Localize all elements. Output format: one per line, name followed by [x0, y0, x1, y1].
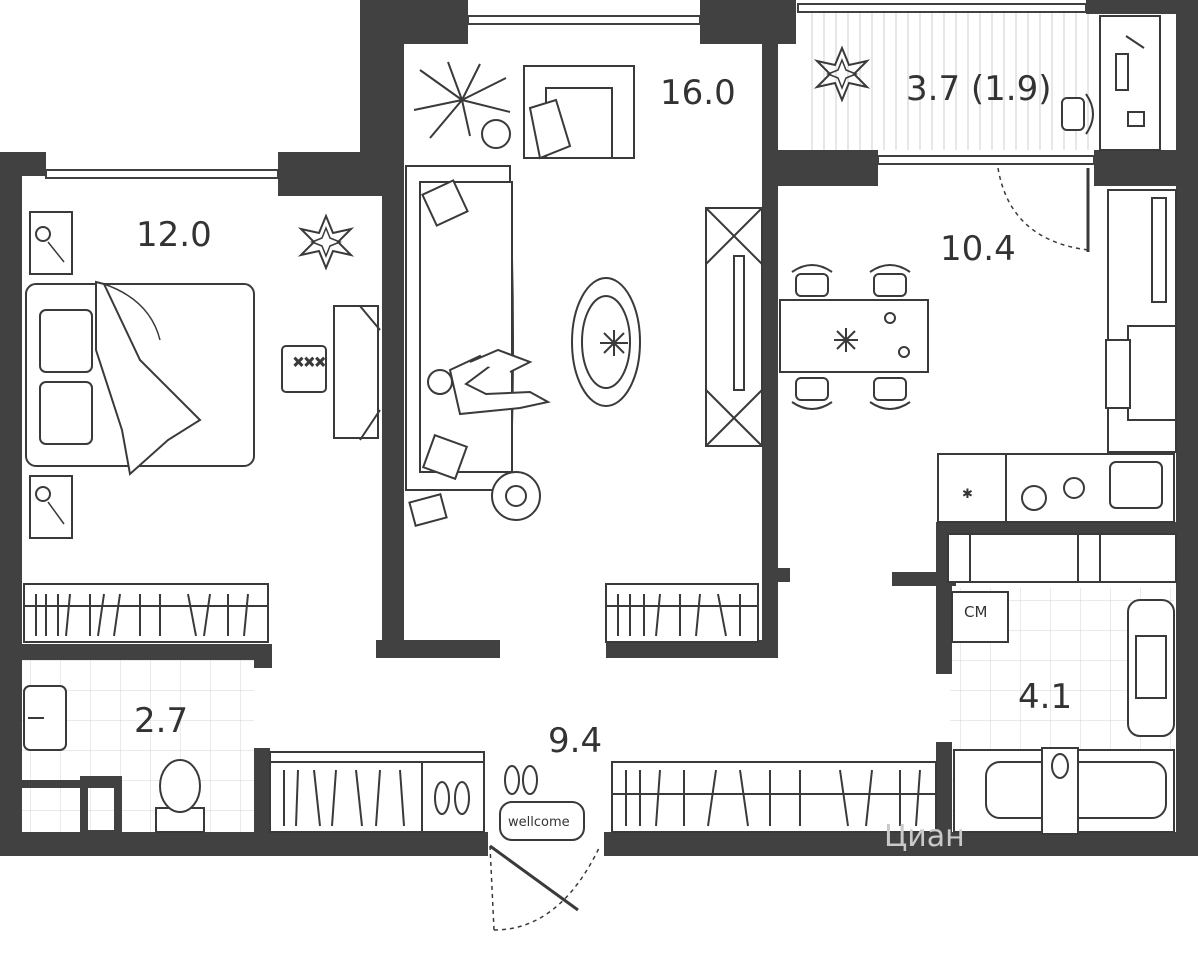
- hall-wardrobe-lines: [283, 769, 921, 827]
- nightstand-mark: ×××: [293, 355, 326, 370]
- balcony-area-label: 3.7 (1.9): [906, 69, 1051, 109]
- watermark: Циан: [884, 819, 965, 854]
- living-furniture: [405, 65, 763, 643]
- table-flower-icon: [834, 328, 858, 352]
- person-icon: [427, 348, 551, 416]
- windows: [45, 3, 1095, 179]
- bathroom-fixtures: [951, 591, 1175, 835]
- hall-area-label: 9.4: [548, 721, 602, 761]
- rug-flower-icon: [600, 330, 628, 356]
- bedroom-area-label: 12.0: [136, 215, 212, 255]
- walls: [0, 0, 1198, 856]
- washer-label: CM: [964, 603, 987, 621]
- doormat-label: wellcome: [508, 815, 570, 830]
- living-wardrobe: [606, 593, 758, 637]
- doors: [489, 167, 1090, 931]
- kitchen-furniture: [779, 189, 1177, 583]
- kitchen-area-label: 10.4: [940, 229, 1016, 269]
- living-area-label: 16.0: [660, 73, 736, 113]
- balcony-furniture: [1061, 15, 1161, 151]
- wc-area-label: 2.7: [134, 701, 188, 741]
- hall-furniture: [269, 751, 937, 841]
- bathroom-area-label: 4.1: [1018, 677, 1072, 717]
- bedroom-wardrobe: [24, 593, 268, 637]
- flower-icon: [300, 215, 352, 269]
- stove-icon: ✱: [962, 487, 973, 502]
- bedroom-furniture: ×××: [23, 211, 381, 643]
- wc-fixtures: [23, 685, 205, 833]
- palm-icon: [413, 61, 511, 139]
